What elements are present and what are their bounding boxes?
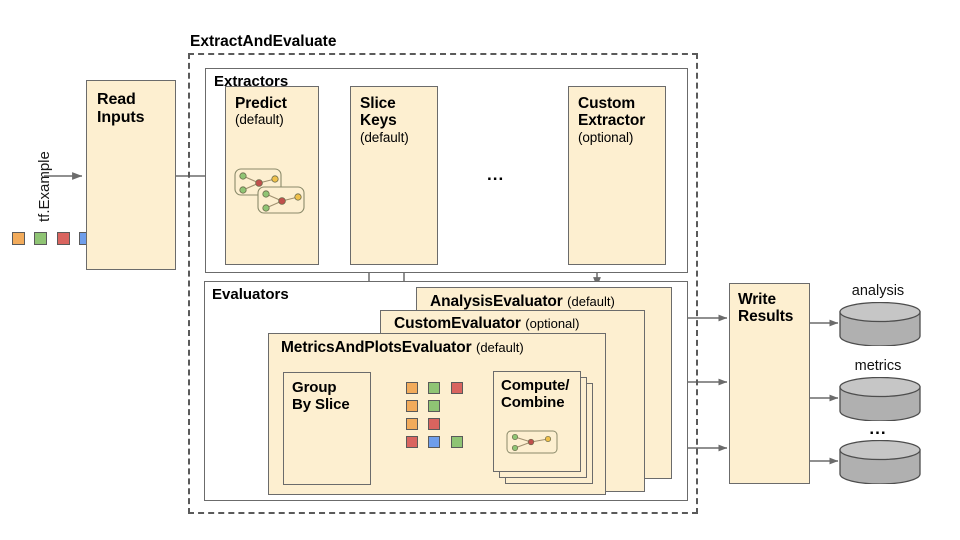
slice-swatch-row [406, 382, 463, 394]
extractors-label: Extractors [214, 73, 289, 90]
swatch-green [34, 232, 48, 245]
node-write-results[interactable]: Write Results [729, 283, 810, 484]
group-by-slice-line2: By Slice [292, 395, 350, 413]
custom-extractor-line1: Custom [578, 95, 636, 112]
extractors-ellipsis: ... [487, 165, 505, 184]
node-group-by-slice[interactable]: Group By Slice [283, 372, 371, 485]
slice-keys-line1: Slice [360, 95, 396, 112]
swatch-red [56, 232, 70, 245]
slice-keys-qualifier: (default) [360, 129, 409, 145]
write-results-line2: Results [738, 308, 794, 326]
model-graph-icon [234, 168, 305, 214]
swatch-red [428, 418, 441, 430]
custom-extractor-qualifier: (optional) [578, 129, 634, 145]
predict-qualifier: (default) [235, 112, 284, 128]
slice-swatch-grid [406, 382, 463, 448]
datastore-analysis[interactable] [838, 302, 922, 346]
slice-swatch-row [406, 418, 463, 430]
swatch-green [428, 382, 441, 394]
swatch-green [450, 436, 463, 448]
input-label-tf-example: tf.Example [36, 151, 53, 222]
node-compute-combine[interactable]: Compute/ Combine [493, 371, 581, 472]
evaluators-label: Evaluators [212, 286, 289, 303]
read-inputs-line2: Inputs [97, 108, 145, 126]
datastore-label-analysis: analysis [851, 283, 905, 299]
node-predict[interactable]: Predict (default) [225, 86, 319, 265]
metrics-graph-icon [506, 430, 558, 454]
group-by-slice-line1: Group [292, 379, 337, 396]
datastore-label-more: ... [869, 419, 887, 438]
extract-and-evaluate-label: ExtractAndEvaluate [190, 33, 337, 50]
swatch-orange [406, 400, 418, 412]
node-slice-keys[interactable]: Slice Keys (default) [350, 86, 438, 265]
swatch-red [450, 382, 463, 394]
node-custom-extractor[interactable]: Custom Extractor (optional) [568, 86, 666, 265]
swatch-green [428, 400, 441, 412]
predict-title: Predict [235, 95, 287, 112]
custom-evaluator-name: CustomEvaluator [394, 315, 521, 332]
custom-evaluator-qualifier: (optional) [525, 316, 580, 331]
slice-swatch-row [406, 436, 463, 448]
swatch-orange [406, 418, 418, 430]
read-inputs-line1: Read [97, 91, 136, 108]
input-swatches [12, 232, 93, 245]
datastore-metrics[interactable] [838, 377, 922, 421]
analysis-evaluator-name: AnalysisEvaluator [430, 293, 563, 310]
slice-swatch-row [406, 400, 463, 412]
slice-keys-line2: Keys [360, 112, 397, 130]
analysis-evaluator-qualifier: (default) [567, 294, 615, 309]
node-read-inputs[interactable]: Read Inputs [86, 80, 176, 270]
metrics-evaluator-name: MetricsAndPlotsEvaluator [281, 339, 472, 356]
datastore-label-metrics: metrics [854, 358, 902, 374]
write-results-line1: Write [738, 291, 776, 308]
compute-combine-line2: Combine [501, 393, 565, 411]
swatch-blue [428, 436, 441, 448]
metrics-evaluator-qualifier: (default) [476, 340, 524, 355]
datastore-more[interactable] [838, 440, 922, 484]
swatch-orange [406, 382, 418, 394]
swatch-red [406, 436, 418, 448]
compute-combine-line1: Compute/ [501, 377, 570, 394]
swatch-orange [12, 232, 25, 245]
extract-and-evaluate-region [188, 53, 698, 514]
custom-extractor-line2: Extractor [578, 112, 646, 130]
